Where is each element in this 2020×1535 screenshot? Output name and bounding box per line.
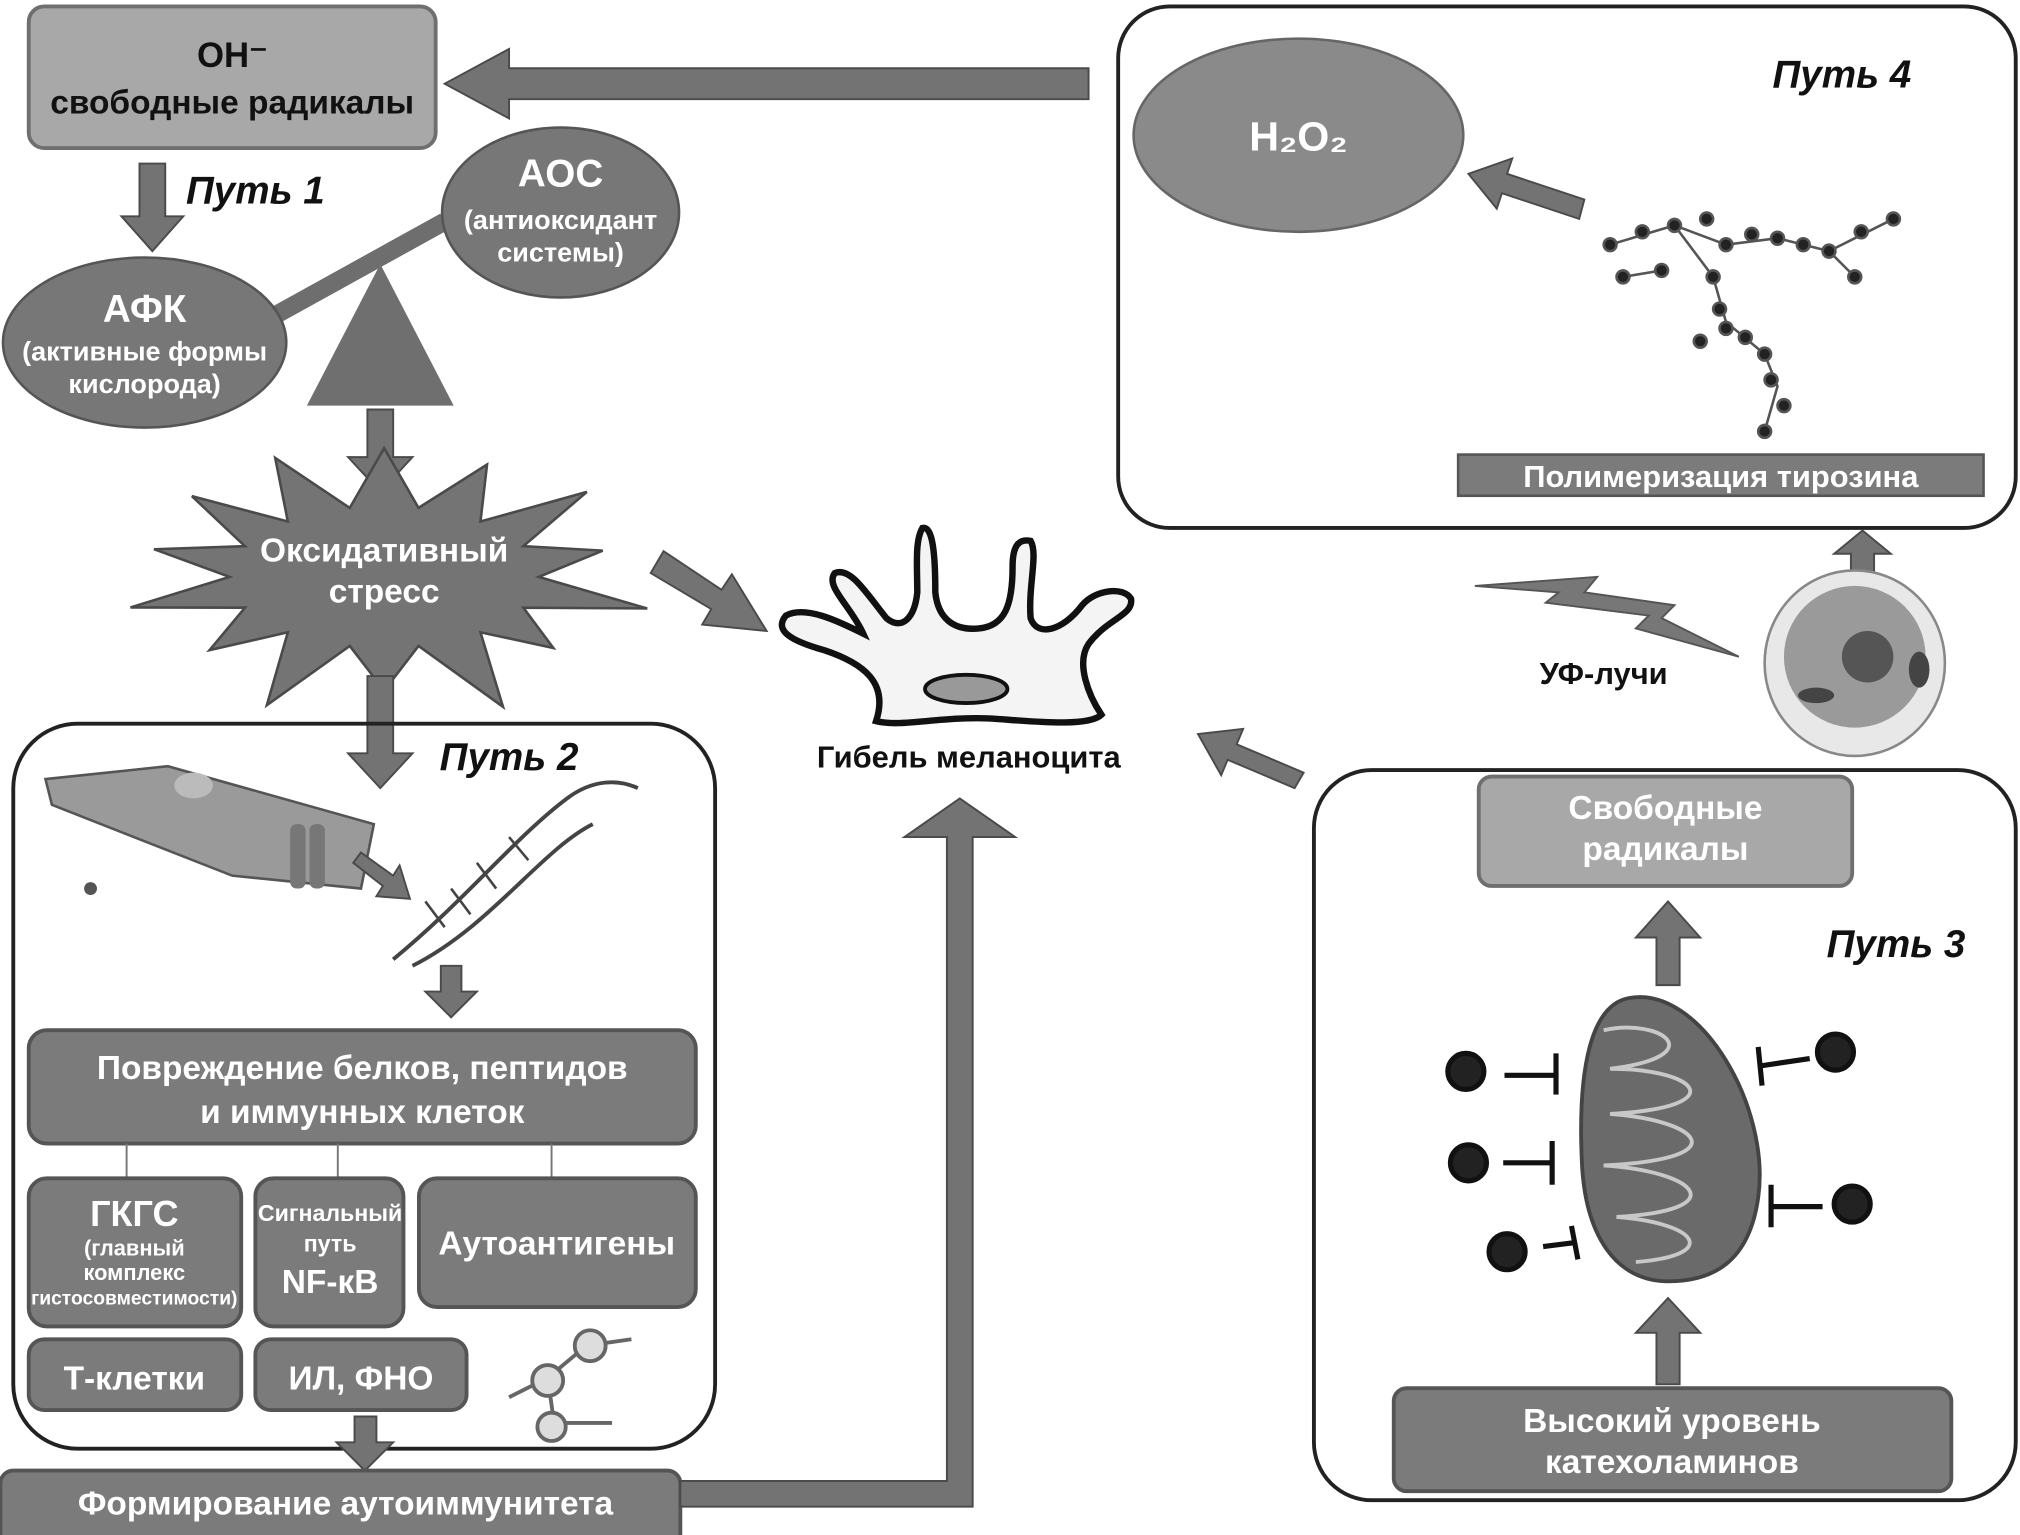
antigen-molecule-icon — [508, 1328, 632, 1443]
stress-line2: стресс — [329, 574, 440, 611]
nfkb-line1: Сигнальный — [258, 1200, 402, 1226]
nfkb-line3: NF-кВ — [282, 1264, 379, 1301]
mhc-line1: (главный — [84, 1236, 185, 1261]
autoimmunity-label: Формирование аутоиммунитета — [78, 1485, 614, 1522]
connector-lines — [125, 1143, 553, 1179]
path2-label: Путь 2 — [440, 736, 579, 779]
balance-beam — [247, 213, 450, 337]
path3-frame — [1311, 768, 2018, 1503]
path3-label: Путь 3 — [1827, 923, 1966, 966]
mhc-box: ГКГС (главный комплекс гистосовместимост… — [26, 1176, 244, 1329]
arrow-path4-to-oh — [442, 47, 1090, 121]
afk-title: АФК — [103, 288, 187, 331]
free-radicals-label: свободные радикалы — [50, 84, 414, 121]
free-radicals-oh-box: OH⁻ свободные радикалы — [26, 4, 438, 151]
catecholamines-line1: Высокий уровень — [1523, 1403, 1821, 1440]
il-tnf-label: ИЛ, ФНО — [289, 1360, 434, 1397]
arrow-stress-to-melanocyte — [649, 549, 769, 633]
afk-line1: (активные формы — [22, 337, 267, 367]
path3-free-radicals-line2: радикалы — [1582, 831, 1748, 868]
arrow-membrane-to-dna — [351, 851, 412, 900]
arrow-cell-to-path4 — [1831, 529, 1894, 577]
arrow-mito-to-radicals — [1633, 899, 1703, 987]
nfkb-line2: путь — [304, 1231, 357, 1257]
oh-label: OH⁻ — [197, 37, 267, 75]
tyrosine-polymerization-bar: Полимеризация тирозина — [1456, 453, 1985, 498]
path1-label: Путь 1 — [186, 169, 325, 212]
uv-lightning-icon — [1474, 575, 1740, 658]
il-tnf-box: ИЛ, ФНО — [253, 1337, 469, 1413]
nucleus-icon — [923, 672, 1010, 706]
cell-membrane-icon — [43, 764, 376, 895]
oxidative-stress-star: Оксидативный стресс — [130, 445, 648, 711]
autoimmunity-box: Формирование аутоиммунитета — [0, 1468, 683, 1535]
damage-line2: и иммунных клеток — [200, 1094, 525, 1131]
path3-free-radicals-line1: Свободные — [1568, 790, 1762, 827]
uv-label: УФ-лучи — [1540, 656, 1668, 691]
damage-line1: Повреждение белков, пептидов — [97, 1050, 628, 1087]
path4-frame — [1116, 4, 2018, 530]
nfkb-box: Сигнальный путь NF-кВ — [253, 1176, 406, 1329]
inhibitor-symbols — [1445, 1031, 1873, 1273]
catecholamines-line2: катехоламинов — [1545, 1444, 1799, 1481]
arrow-path3-to-melanocyte — [1196, 727, 1305, 790]
catecholamines-box: Высокий уровень катехоламинов — [1391, 1386, 1954, 1494]
afk-ellipse: АФК (активные формы кислорода) — [1, 256, 288, 429]
afk-line2: кислорода) — [68, 369, 220, 399]
arrow-tyrosine-to-h2o2 — [1466, 156, 1586, 221]
arrow-catecholamines-to-mito — [1633, 1296, 1703, 1386]
aoc-line2: системы) — [497, 237, 624, 267]
melanocyte-cell-icon — [778, 524, 1135, 727]
tyrosine-label: Полимеризация тирозина — [1523, 459, 1919, 494]
protein-damage-box: Повреждение белков, пептидов и иммунных … — [26, 1028, 698, 1146]
aoc-ellipse: АОС (антиоксидант системы) — [440, 126, 681, 299]
aoc-line1: (антиоксидант — [464, 205, 657, 235]
autoantigens-box: Аутоантигены — [416, 1176, 698, 1309]
arrow-to-autoimmunity — [334, 1415, 396, 1472]
melanocyte-death-label: Гибель меланоцита — [817, 740, 1122, 775]
mitochondrion-icon — [1579, 995, 1762, 1284]
arrow-oh-to-afk — [119, 162, 186, 253]
tyrosine-polymer-molecule-icon — [1602, 211, 1902, 440]
dna-icon — [391, 780, 639, 968]
mhc-line3: гистосовместимости) — [31, 1288, 237, 1309]
mhc-title: ГКГС — [90, 1193, 178, 1234]
mhc-line2: комплекс — [83, 1260, 185, 1285]
h2o2-label: H₂O₂ — [1249, 114, 1347, 160]
tcells-box: Т-клетки — [26, 1337, 244, 1413]
path4-label: Путь 4 — [1773, 54, 1912, 97]
tcells-label: Т-клетки — [64, 1360, 205, 1397]
h2o2-ellipse: H₂O₂ — [1132, 37, 1465, 234]
cell-illustration-icon — [1763, 569, 1947, 758]
arrow-autoimmunity-to-melanocyte — [679, 797, 1019, 1508]
autoantigens-label: Аутоантигены — [438, 1225, 675, 1262]
balance-fulcrum — [306, 263, 454, 406]
aoc-title: АОС — [518, 153, 603, 196]
stress-line1: Оксидативный — [260, 532, 508, 569]
path3-free-radicals-box: Свободные радикалы — [1476, 774, 1855, 888]
arrow-dna-to-damage — [423, 964, 480, 1019]
arrow-stress-to-path2 — [345, 675, 415, 790]
